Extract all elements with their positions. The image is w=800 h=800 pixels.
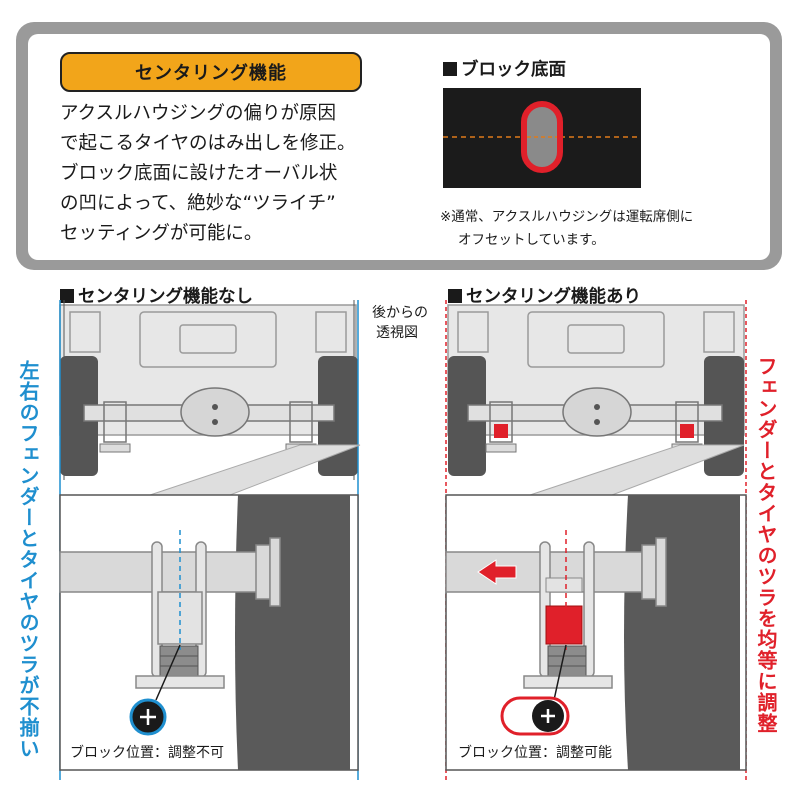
description-line: セッティングが可能に。 [60,223,263,244]
leaf-spring [159,645,199,677]
tire-close-up [235,495,350,770]
block-bottom-heading: ブロック底面 [443,56,566,81]
block-bottom-illustration [443,88,641,188]
rear-view-label: 透視図 [376,325,418,341]
plus-circle-icon [500,696,570,736]
without-rear-view [59,300,361,780]
red-block [680,424,694,438]
leaf-spring [547,645,587,677]
with-rear-view [445,300,747,780]
with-centering-title: センタリング機能あり [466,287,641,307]
without-block-caption: ブロック位置：調整不可 [70,745,224,761]
rear-view-label: 後からの [372,305,428,321]
square-bullet-icon [60,289,74,303]
oval-recess-graphic [443,101,641,173]
with-centering-heading: センタリング機能あり [448,283,641,308]
without-zoom-detail [59,494,359,771]
with-zoom-detail [445,494,747,771]
with-vertical-label: フェンダーとタイヤのツラを均等に調整 [754,356,778,734]
lift-block [157,591,203,645]
with-block-caption: ブロック位置：調整可能 [458,745,612,761]
left-tire [448,356,486,476]
description-line: ブロック底面に設けたオーバル状 [60,163,338,184]
square-bullet-icon [443,62,457,76]
square-bullet-icon [448,289,462,303]
left-tire [60,356,98,476]
feature-title-badge: センタリング機能 [60,52,362,92]
red-block [494,424,508,438]
without-centering-heading: センタリング機能なし [60,283,253,308]
note-line: ※通常、アクスルハウジングは運転席側に [440,209,694,225]
left-arrow-icon [477,559,517,585]
description-line: の凹によって、絶妙な“ツライチ” [60,193,336,214]
without-centering-title: センタリング機能なし [78,287,253,307]
plus-circle-icon [129,698,167,736]
description-line: で起こるタイヤのはみ出しを修正。 [60,133,356,154]
note-line: オフセットしています。 [458,232,605,248]
block-bottom-title: ブロック底面 [461,60,566,80]
red-lift-block [545,605,583,645]
differential [180,387,250,437]
differential [562,387,632,437]
without-vertical-label: 左右のフェンダーとタイヤのツラが不揃い [16,360,40,759]
description-line: アクスルハウジングの偏りが原因 [60,103,337,124]
tire-close-up [624,495,740,770]
